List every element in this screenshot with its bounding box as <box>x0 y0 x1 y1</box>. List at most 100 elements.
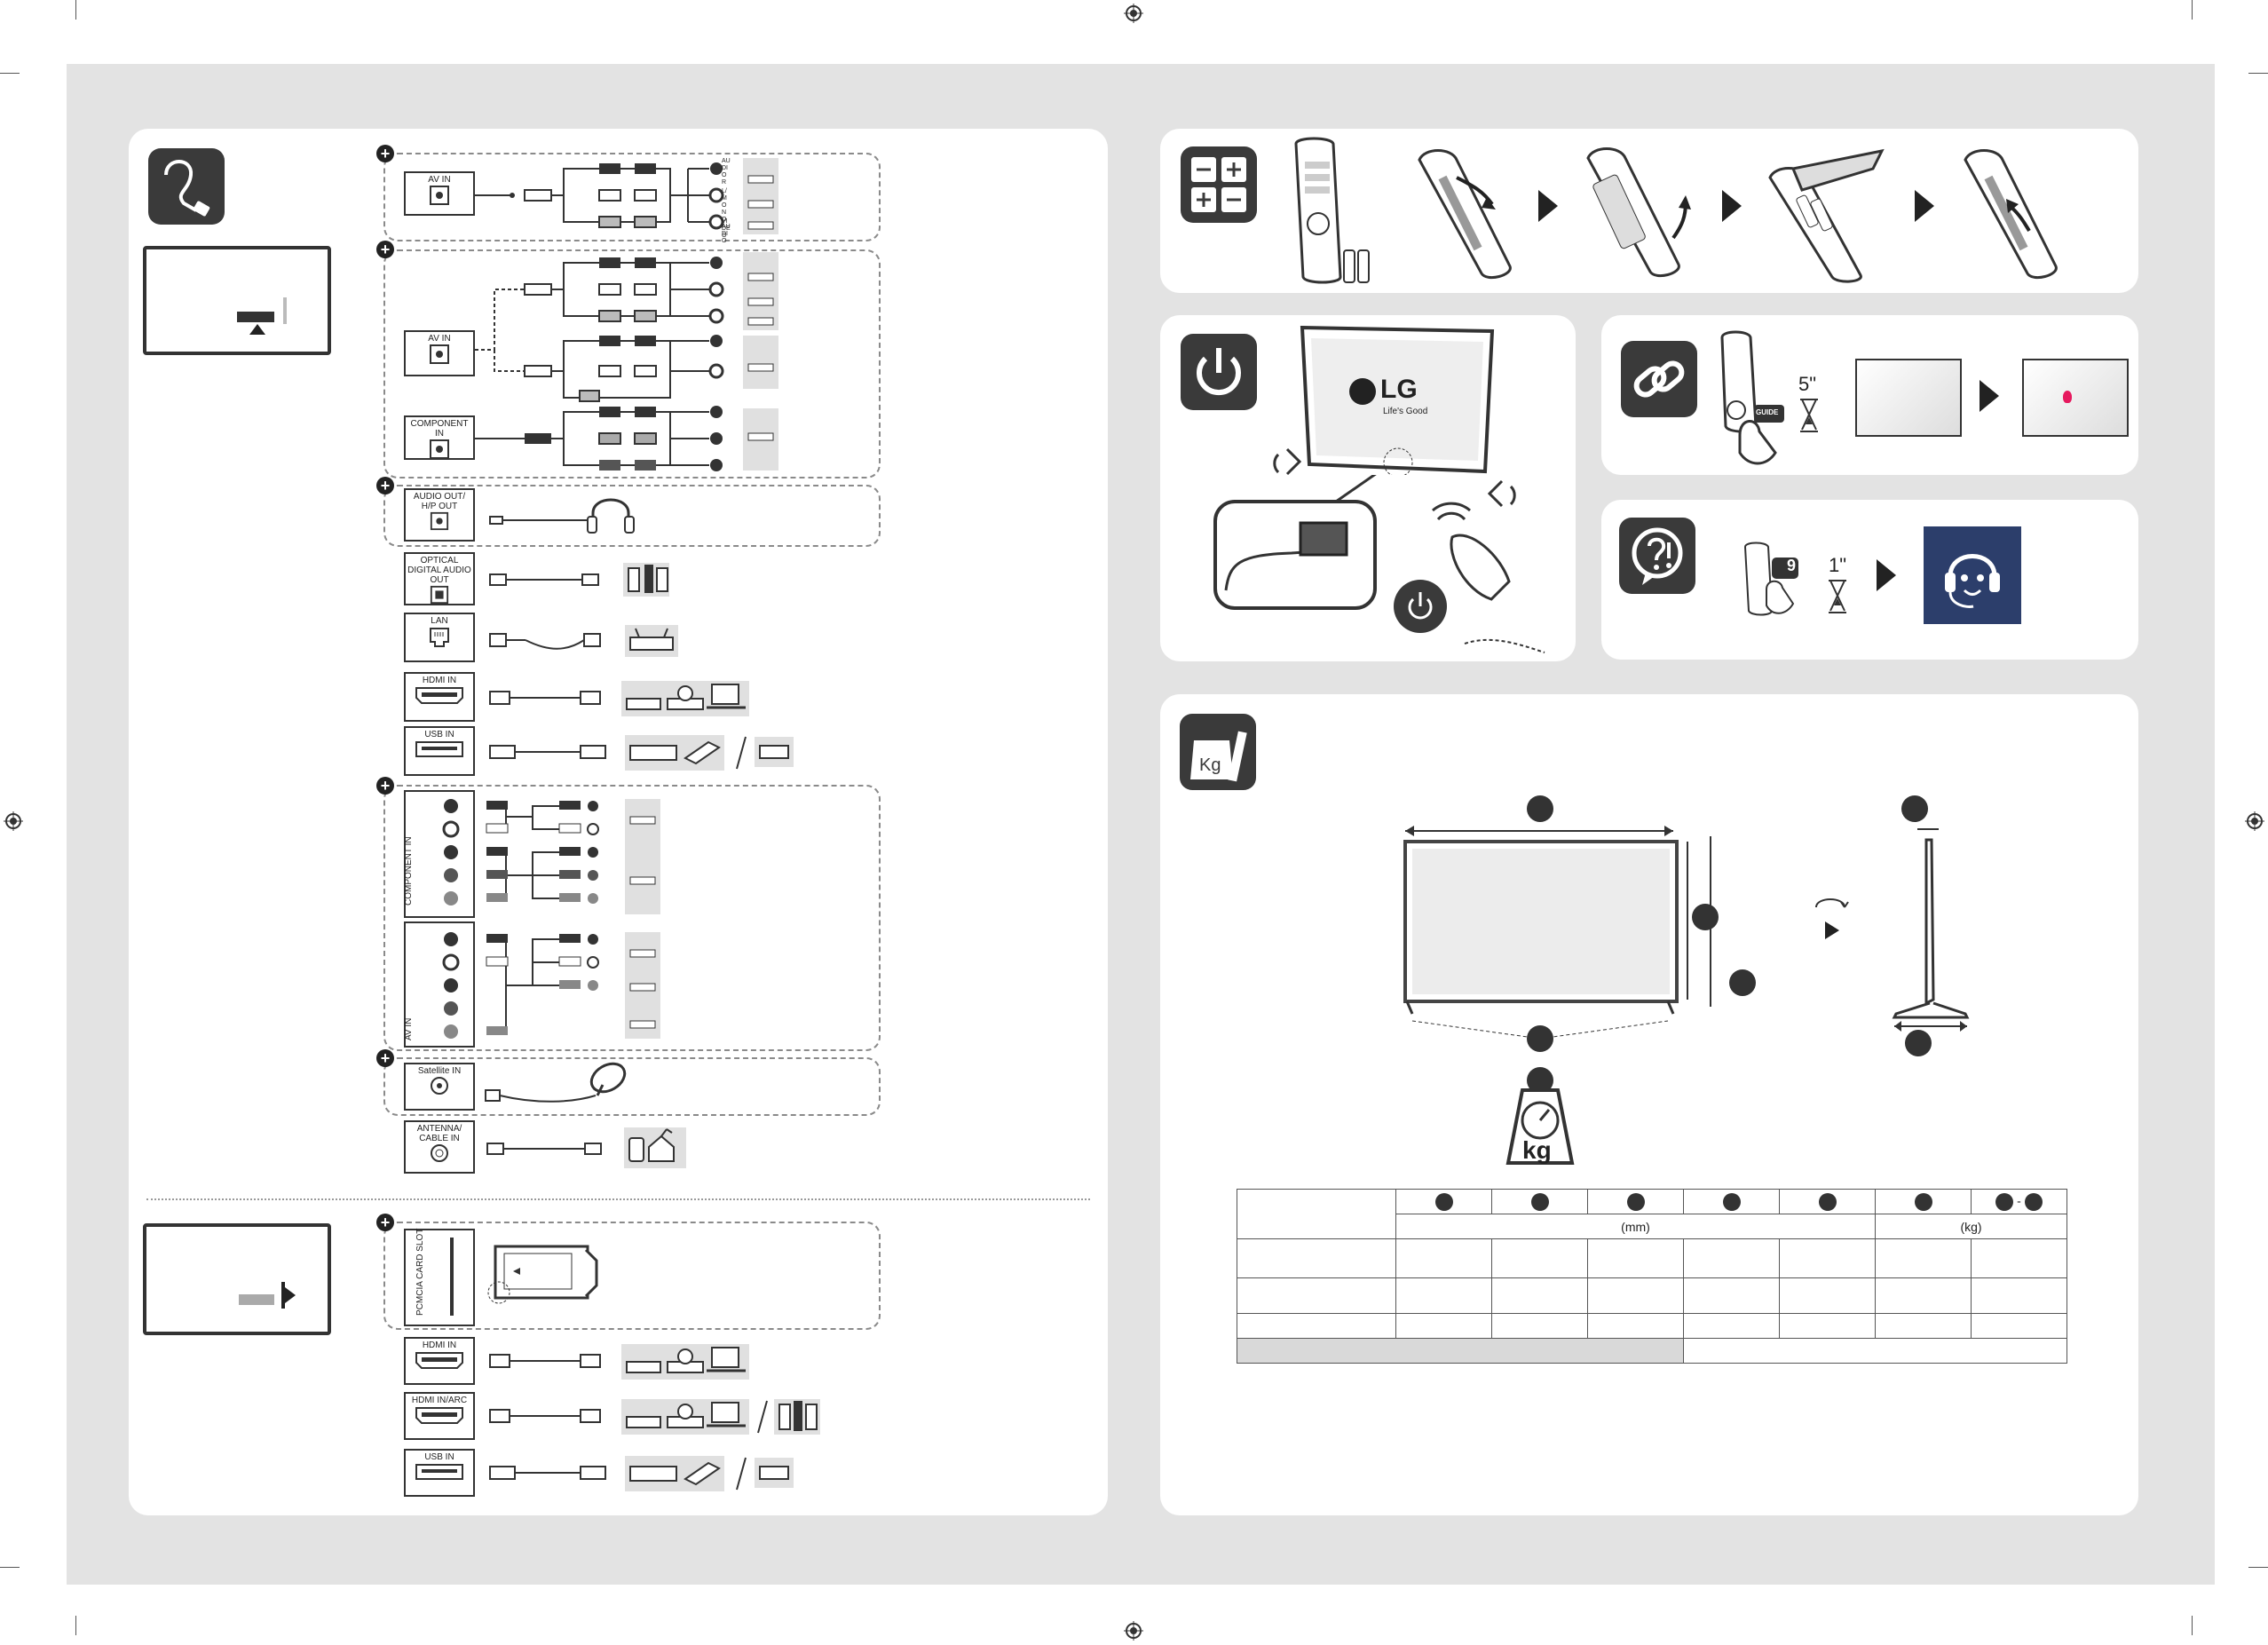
svg-text:Kg: Kg <box>1199 755 1221 775</box>
table-cell <box>1779 1238 1876 1278</box>
av-jack-icon <box>430 186 449 205</box>
remote-key-diagram <box>1743 542 1798 616</box>
crop-mark <box>75 1616 76 1635</box>
port-label: AV IN <box>428 175 451 185</box>
antenna-port: ANTENNA/ CABLE IN <box>404 1120 475 1174</box>
usb-jack-icon <box>415 1464 463 1480</box>
tv-front-dimension-diagram <box>1403 826 1711 1040</box>
usb-cable-diagram <box>489 735 794 771</box>
port-label: COMPONENT IN <box>404 836 416 906</box>
table-header-cell <box>1875 1189 1972 1214</box>
hdmi-cable-diagram <box>489 1344 749 1380</box>
step-arrow-icon <box>1980 380 1999 412</box>
tv-front-diagram <box>1300 325 1495 475</box>
usb-in-port: USB IN <box>404 726 475 776</box>
step-arrow-icon <box>1915 190 1934 222</box>
hdmi-cable-diagram <box>489 681 749 716</box>
port-label: OPTICAL DIGITAL AUDIO OUT <box>407 556 471 585</box>
registration-mark-icon <box>1124 1621 1143 1641</box>
port-label: ANTENNA/ CABLE IN <box>416 1124 462 1143</box>
antenna-cable-diagram <box>486 1127 686 1168</box>
table-cell <box>1395 1238 1492 1278</box>
weight-unit-label: kg <box>1522 1136 1552 1164</box>
table-header-cell <box>1683 1189 1780 1214</box>
port-label: HDMI IN <box>422 676 457 685</box>
dimension-marker <box>1530 1192 1549 1211</box>
dimension-marker <box>1722 1192 1741 1211</box>
table-cell <box>1395 1277 1492 1314</box>
table-cell <box>1237 1338 1684 1364</box>
usb-cable-diagram <box>489 1456 794 1491</box>
av-in-vertical-port <box>404 921 475 1048</box>
dimension-marker <box>1995 1192 2014 1211</box>
dimension-marker <box>1905 1030 1932 1056</box>
tv-screen-after <box>2022 359 2129 437</box>
composite-cable-diagram <box>475 158 778 234</box>
component-in-port: COMPONENT IN <box>404 415 475 460</box>
port-label: AV IN <box>428 334 451 344</box>
link-icon <box>1621 341 1697 417</box>
dimension-marker <box>1914 1192 1932 1211</box>
table-header-cell: - <box>1971 1189 2067 1214</box>
guide-key-label: GUIDE <box>1756 408 1779 416</box>
table-cell <box>1237 1313 1396 1339</box>
hourglass-icon <box>1829 580 1846 613</box>
tv-screen-before <box>1855 359 1962 437</box>
jack-label: L/MONO AUDIO <box>722 188 731 244</box>
remote-open-step-2 <box>1586 147 1691 277</box>
sensor-icon <box>1487 479 1516 508</box>
side-av-cable-diagram <box>442 799 660 1039</box>
dimension-marker <box>1692 904 1719 930</box>
crop-mark <box>2248 1567 2268 1568</box>
table-cell <box>1875 1238 1972 1278</box>
pcmcia-slot <box>404 1229 475 1326</box>
crop-mark <box>2192 1616 2193 1635</box>
table-header-cell <box>1779 1189 1876 1214</box>
satellite-cable-diagram <box>485 1062 627 1103</box>
crop-mark <box>2248 73 2268 74</box>
hdmi-jack-icon <box>415 1352 463 1369</box>
side-av-group <box>383 785 881 1051</box>
port-area-marker <box>237 312 274 322</box>
optical-jack-icon <box>430 585 449 605</box>
av-jack-icon <box>430 344 449 364</box>
coax-jack-icon <box>431 1144 448 1162</box>
plus-icon: + <box>376 777 394 795</box>
component-jack-icon <box>430 439 449 459</box>
arrow-up-icon <box>249 324 265 335</box>
coax-jack-icon <box>431 1077 448 1095</box>
tv-side-dimension-diagram <box>1892 828 1970 1032</box>
plus-icon: + <box>376 145 394 162</box>
dimension-marker <box>1901 795 1928 822</box>
dimension-marker <box>1527 795 1553 822</box>
dimension-marker <box>2024 1192 2043 1211</box>
table-cell <box>1683 1313 1780 1339</box>
plus-icon: + <box>376 1214 394 1231</box>
crop-mark <box>0 1567 20 1568</box>
hdmi-arc-cable-diagram <box>489 1399 820 1435</box>
satellite-in-port: Satellite IN <box>404 1063 475 1111</box>
av-in-group <box>383 153 881 241</box>
registration-mark-icon <box>2245 811 2264 831</box>
table-cell <box>1875 1277 1972 1314</box>
crop-mark <box>0 73 20 74</box>
hdmi-in-port: HDMI IN <box>404 672 475 722</box>
satellite-group <box>383 1057 881 1116</box>
table-header-cell <box>1395 1189 1492 1214</box>
headphone-jack-icon <box>430 511 449 531</box>
port-label: AV IN <box>404 1017 414 1040</box>
audio-out-port: AUDIO OUT/ H/P OUT <box>404 488 475 542</box>
rotate-icon <box>1815 898 1849 939</box>
crop-mark <box>75 0 76 20</box>
table-cell <box>1683 1277 1780 1314</box>
weight-icon: Kg <box>1180 714 1256 790</box>
jack-label: VIDEO <box>722 218 731 239</box>
table-cell <box>1683 1338 2067 1364</box>
registration-mark-icon <box>1124 4 1143 23</box>
unit-mm-cell: (mm) <box>1395 1214 1876 1239</box>
av-in-port: AV IN <box>404 330 475 376</box>
table-cell <box>1875 1313 1972 1339</box>
tv-rear-diagram <box>143 246 331 355</box>
hdmi-jack-icon <box>415 1407 463 1424</box>
tv-side-diagram <box>143 1223 331 1335</box>
